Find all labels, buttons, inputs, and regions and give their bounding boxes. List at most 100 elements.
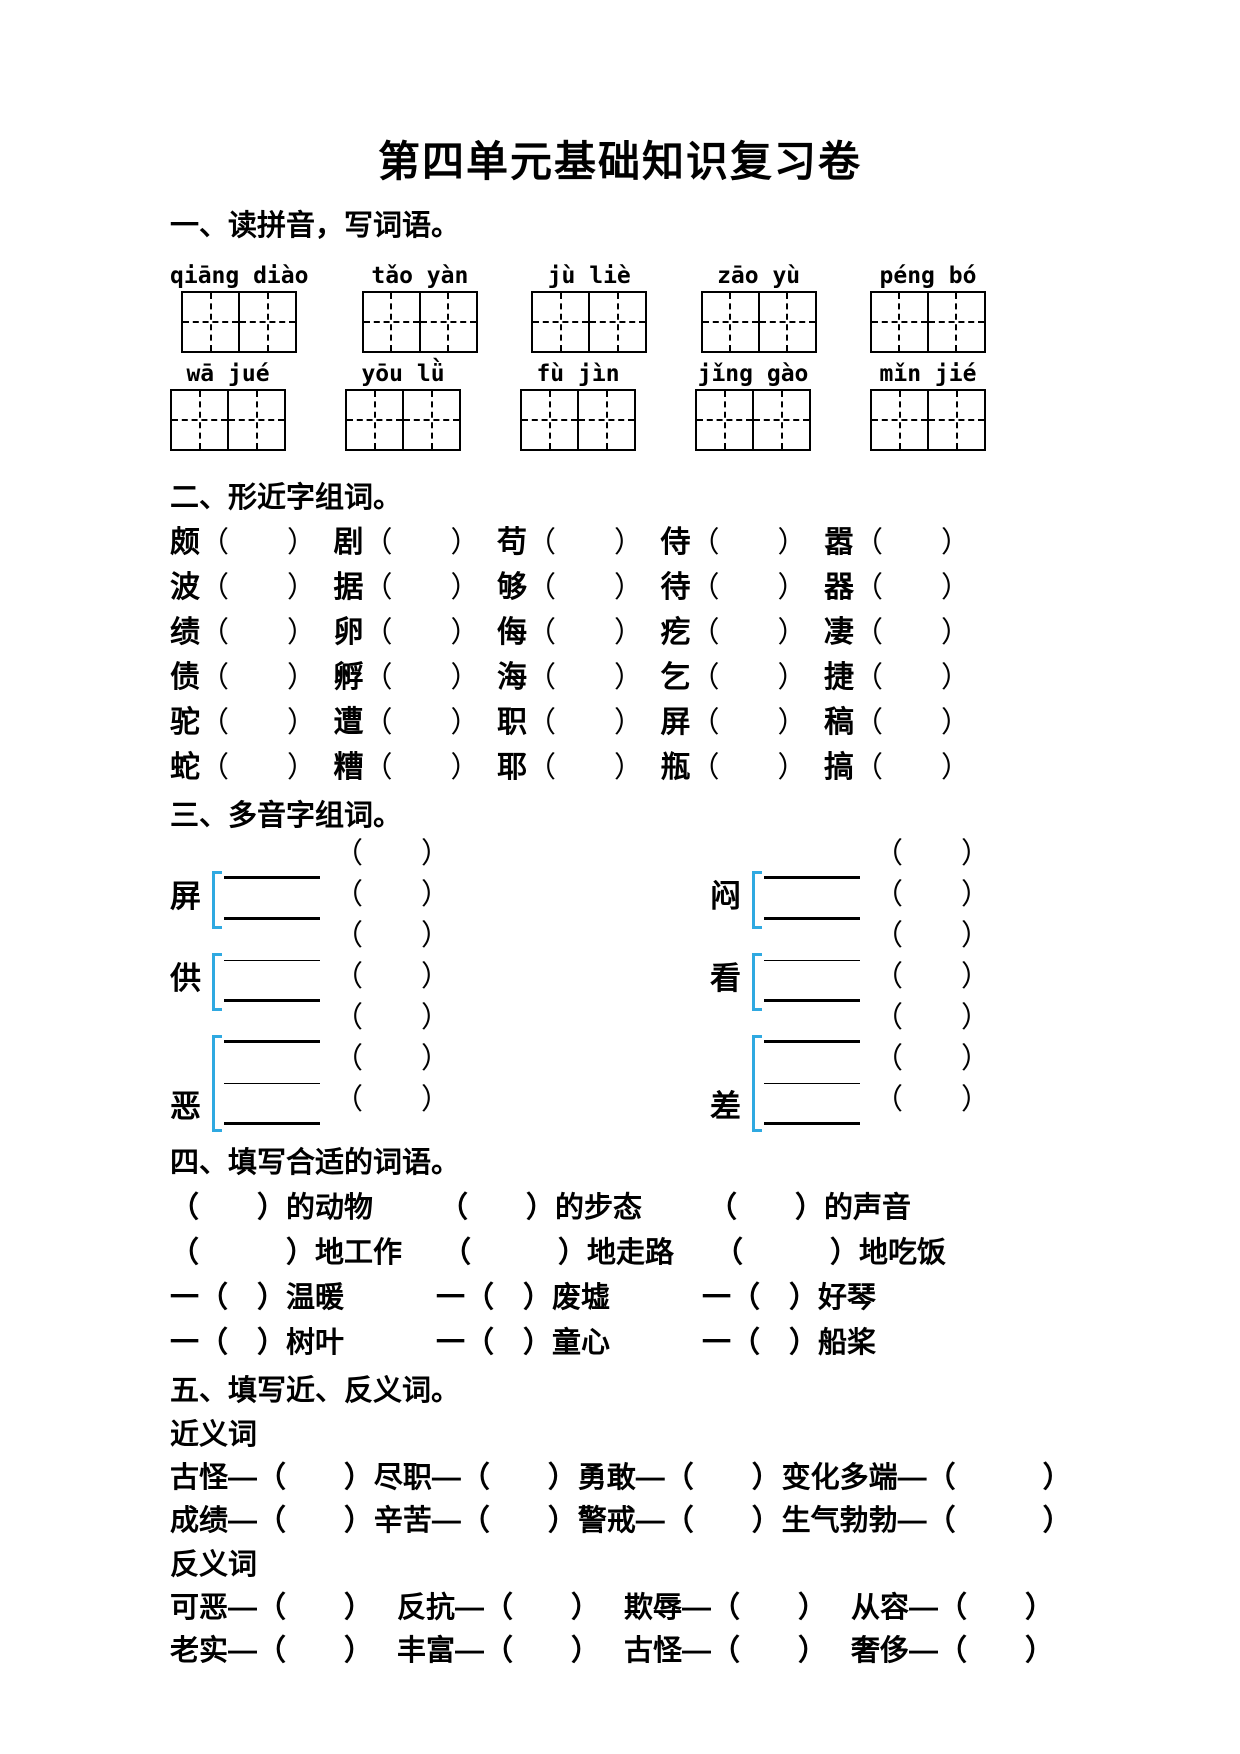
similar-character-row: 波（ ）据（ ）够（ ）待（ ）器（ ） — [170, 571, 970, 605]
paren-blank: （ ） — [200, 572, 317, 604]
character-blank-cell: 孵（ ） — [333, 661, 479, 695]
pinyin-word-unit: wā jué — [170, 359, 286, 451]
grid-cell — [533, 293, 589, 351]
character-blank-cell: 波（ ） — [170, 571, 316, 605]
grid-cell — [872, 391, 927, 449]
character-blank-cell: 颇（ ） — [170, 526, 316, 560]
polyphone-group: 看（ ）（ ） — [710, 922, 1010, 1011]
character: 凄 — [823, 616, 854, 649]
character-blank-cell: 侍（ ） — [660, 526, 806, 560]
paren-blank: （ ） — [853, 527, 970, 559]
character: 糟 — [333, 751, 364, 784]
answer-line: （ ） — [764, 1084, 1010, 1130]
polyphone-character: 屏 — [170, 879, 201, 914]
character: 海 — [496, 661, 527, 694]
character-blank-cell: 搞（ ） — [824, 751, 970, 785]
phrase-blank: （ ）的步态 — [439, 1192, 643, 1224]
paren-blank: （ ） — [874, 1043, 991, 1075]
pinyin-word-unit: jǐng gào — [695, 359, 811, 451]
polyphone-character: 差 — [710, 1089, 741, 1124]
phrase-blank: （ ）的声音 — [708, 1192, 912, 1224]
pinyin-label: jǐng gào — [697, 361, 809, 387]
pinyin-label: mǐn jié — [879, 361, 977, 387]
blank-underline — [764, 999, 860, 1002]
paren-blank: （ ） — [874, 1084, 991, 1116]
paren-blank: （ ） — [334, 961, 451, 993]
character-blank-cell: 够（ ） — [497, 571, 643, 605]
paren-blank: （ ） — [690, 617, 807, 649]
answer-line: （ ） — [764, 1043, 1010, 1089]
paren-blank: （ ） — [334, 1084, 451, 1116]
pinyin-word-unit: jù liè — [531, 261, 648, 353]
character-blank-cell: 驼（ ） — [170, 706, 316, 740]
section-similar-characters: 二、形近字组词。 颇（ ）剧（ ）苟（ ）侍（ ）嚣（ ）波（ ）据（ ）够（ … — [170, 481, 1070, 785]
page-title: 第四单元基础知识复习卷 — [377, 137, 862, 186]
paren-blank: （ ） — [363, 752, 480, 784]
character-blank-cell: 捷（ ） — [824, 661, 970, 695]
paren-blank: （ ） — [334, 879, 451, 911]
writing-grid — [181, 291, 298, 353]
similar-character-row: 蛇（ ）糟（ ）耶（ ）瓶（ ）搞（ ） — [170, 751, 970, 785]
paren-blank: （ ） — [853, 752, 970, 784]
pinyin-label: fù jìn — [536, 361, 620, 387]
phrase-line: 一（ ）树叶一（ ）童心一（ ）船桨 — [170, 1326, 1070, 1360]
grid-cell — [588, 293, 646, 351]
similar-character-row: 绩（ ）卵（ ）侮（ ）疙（ ）凄（ ） — [170, 616, 970, 650]
character: 器 — [823, 571, 854, 604]
pinyin-word-unit: mǐn jié — [870, 359, 986, 451]
paren-blank: （ ） — [690, 707, 807, 739]
word-pair: 辛苦—（ ） — [373, 1505, 577, 1537]
character-blank-cell: 凄（ ） — [824, 616, 970, 650]
pinyin-word-unit: qiāng diào — [170, 261, 308, 353]
synonym-antonym-blocks: 近义词古怪—（ ）尽职—（ ）勇敢—（ ）变化多端—（ ）成绩—（ ）辛苦—（ … — [170, 1418, 1072, 1668]
grid-cell — [752, 391, 809, 449]
answer-line: （ ） — [224, 879, 470, 925]
character-blank-cell: 疙（ ） — [660, 616, 806, 650]
blank-underline — [764, 1083, 860, 1084]
polyphone-group: 闷（ ）（ ） — [710, 840, 1010, 929]
character: 搞 — [823, 751, 854, 784]
character-blank-cell: 屏（ ） — [660, 706, 806, 740]
pinyin-word-unit: fù jìn — [520, 359, 636, 451]
section-1-heading: 一、读拼音，写词语。 — [170, 210, 461, 242]
answer-line: （ ） — [764, 840, 1010, 884]
phrase-line: （ ）的动物（ ）的步态（ ）的声音 — [170, 1191, 1070, 1225]
phrase-line: （ ）地工作（ ）地走路（ ）地吃饭 — [170, 1236, 1070, 1270]
character: 待 — [660, 571, 691, 604]
paren-blank: （ ） — [853, 707, 970, 739]
character-blank-cell: 稿（ ） — [824, 706, 970, 740]
section-5-heading: 五、填写近、反义词。 — [170, 1375, 461, 1407]
character: 嚣 — [823, 526, 854, 559]
word-pair: 从容—（ ） — [851, 1592, 1055, 1624]
paren-blank: （ ） — [200, 527, 317, 559]
grid-cell — [418, 293, 476, 351]
word-pair: 成绩—（ ） — [170, 1505, 374, 1537]
paren-blank: （ ） — [526, 527, 643, 559]
word-pair: 生气勃勃—（ ） — [781, 1505, 1072, 1537]
character: 侮 — [496, 616, 527, 649]
word-group-label: 近义词 — [170, 1419, 258, 1451]
phrase-blank: 一（ ）温暖 — [170, 1282, 345, 1314]
pinyin-label: tǎo yàn — [371, 263, 469, 289]
character: 蛇 — [170, 751, 200, 784]
blank-underline — [764, 876, 860, 879]
grid-cell — [402, 391, 459, 449]
grid-cell — [697, 391, 752, 449]
paren-blank: （ ） — [526, 707, 643, 739]
paren-blank: （ ） — [853, 617, 970, 649]
answer-line: （ ） — [764, 881, 1010, 925]
word-pair: 古怪—（ ） — [624, 1635, 828, 1667]
character: 苟 — [496, 526, 527, 559]
phrase-blank: 一（ ）船桨 — [702, 1327, 877, 1359]
character-blank-cell: 侮（ ） — [497, 616, 643, 650]
paren-blank: （ ） — [690, 527, 807, 559]
answer-line: （ ） — [224, 840, 470, 884]
grid-cell — [926, 293, 984, 351]
paren-blank: （ ） — [200, 752, 317, 784]
grid-cell — [363, 293, 419, 351]
paren-blank: （ ） — [853, 662, 970, 694]
character: 绩 — [170, 616, 200, 649]
answer-line: （ ） — [224, 1004, 470, 1048]
word-pair: 尽职—（ ） — [373, 1462, 577, 1494]
